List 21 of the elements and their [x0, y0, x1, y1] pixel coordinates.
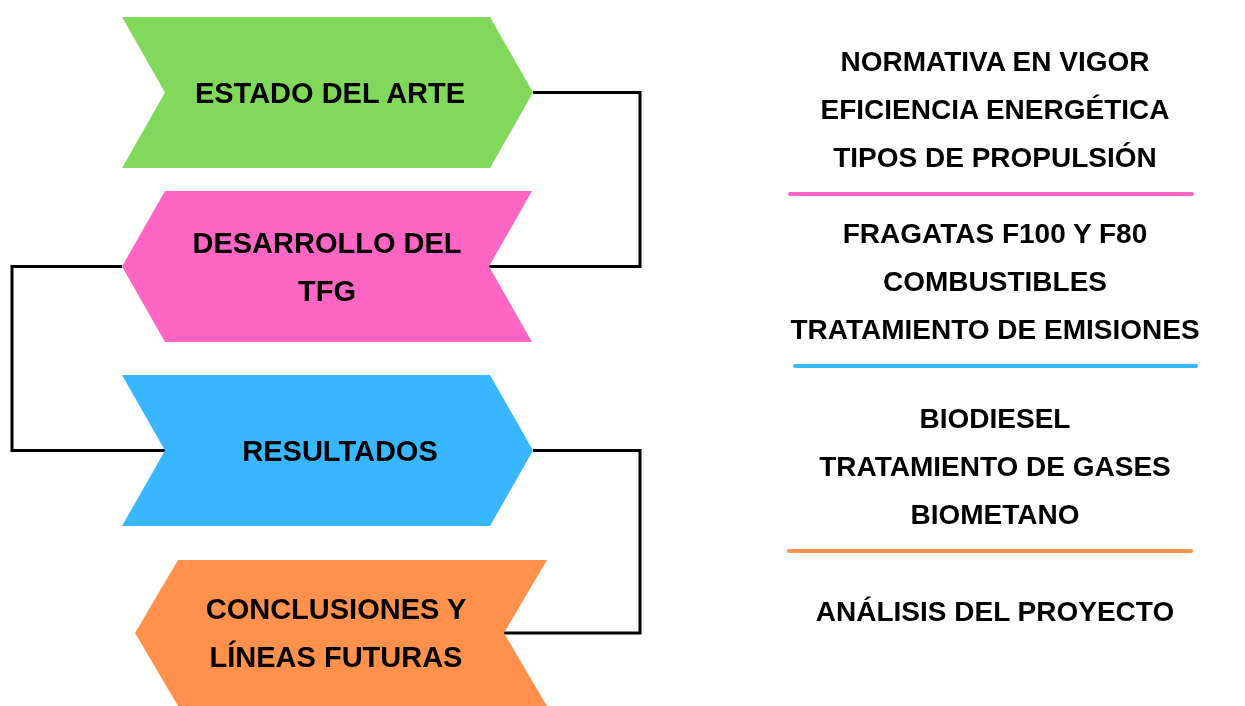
topic-text: ANÁLISIS DEL PROYECTO: [815, 595, 1175, 629]
topic-text: NORMATIVA EN VIGOR: [840, 45, 1150, 79]
topic-text: TRATAMIENTO DE EMISIONES: [790, 313, 1200, 347]
topic-text: COMBUSTIBLES: [883, 265, 1107, 299]
chevron-banner: [122, 17, 533, 168]
banner-label: DESARROLLO DEL TFG: [191, 225, 463, 309]
topic-text: TIPOS DE PROPULSIÓN: [833, 141, 1157, 175]
topic-text: TRATAMIENTO DE GASES: [819, 450, 1171, 484]
banner-label: ESTADO DEL ARTE: [194, 75, 466, 111]
connector-line: [10, 265, 165, 452]
connector-line: [489, 91, 642, 268]
chevron-banner: [135, 560, 547, 706]
topic-text: EFICIENCIA ENERGÉTICA: [820, 93, 1170, 127]
connector-line: [504, 449, 642, 635]
chevron-banner: [122, 375, 533, 526]
chevron-banner: [122, 191, 532, 342]
topic-text: FRAGATAS F100 Y F80: [842, 217, 1148, 251]
topic-text: BIOMETANO: [910, 498, 1080, 532]
banner-label: CONCLUSIONES Y LÍNEAS FUTURAS: [204, 592, 468, 675]
topic-text: BIODIESEL: [919, 402, 1071, 436]
banner-label: RESULTADOS: [242, 433, 438, 469]
